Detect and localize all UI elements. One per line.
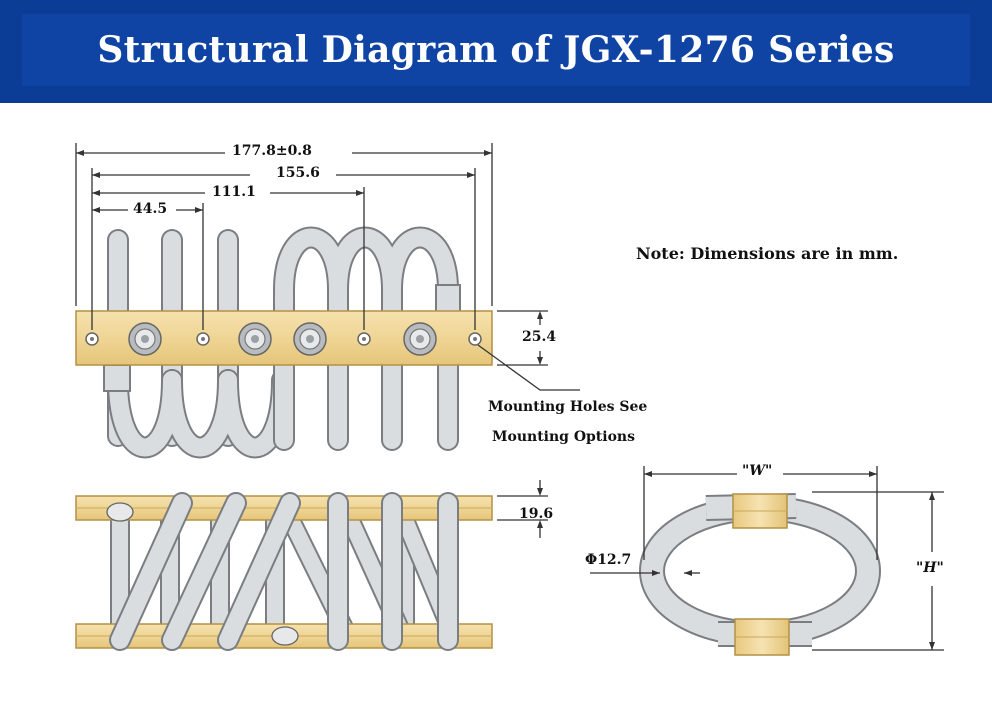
dim-bar-height: 25.4	[522, 329, 557, 345]
callout-mounting-holes-line2: Mounting Options	[492, 429, 635, 445]
top-view-dimensions	[75, 143, 580, 391]
side-bottom-hole	[271, 626, 299, 646]
dim-bar-thickness: 19.6	[519, 506, 554, 522]
top-view-coils	[103, 226, 461, 459]
structural-diagram	[75, 143, 944, 656]
dim-overall-length: 177.8±0.8	[232, 143, 312, 159]
callout-mounting-holes-line1: Mounting Holes See	[488, 399, 648, 415]
dim-hole-span-inner: 44.5	[133, 201, 168, 217]
side-view-front-cables	[109, 492, 459, 651]
header-inner: Structural Diagram of JGX-1276 Series	[22, 14, 970, 86]
dim-width-label: "W"	[742, 463, 773, 479]
end-view-dimensions	[590, 466, 944, 651]
dim-height-label: "H"	[916, 560, 944, 576]
side-top-hole	[106, 502, 134, 522]
units-note: Note: Dimensions are in mm.	[636, 244, 899, 263]
header-banner: Structural Diagram of JGX-1276 Series	[0, 0, 992, 103]
dim-hole-span-outer: 155.6	[276, 165, 320, 181]
top-view-bar	[75, 310, 493, 366]
dim-hole-span-mid: 111.1	[212, 184, 256, 200]
dim-cable-diameter: Φ12.7	[585, 552, 632, 568]
page-title: Structural Diagram of JGX-1276 Series	[97, 29, 895, 71]
